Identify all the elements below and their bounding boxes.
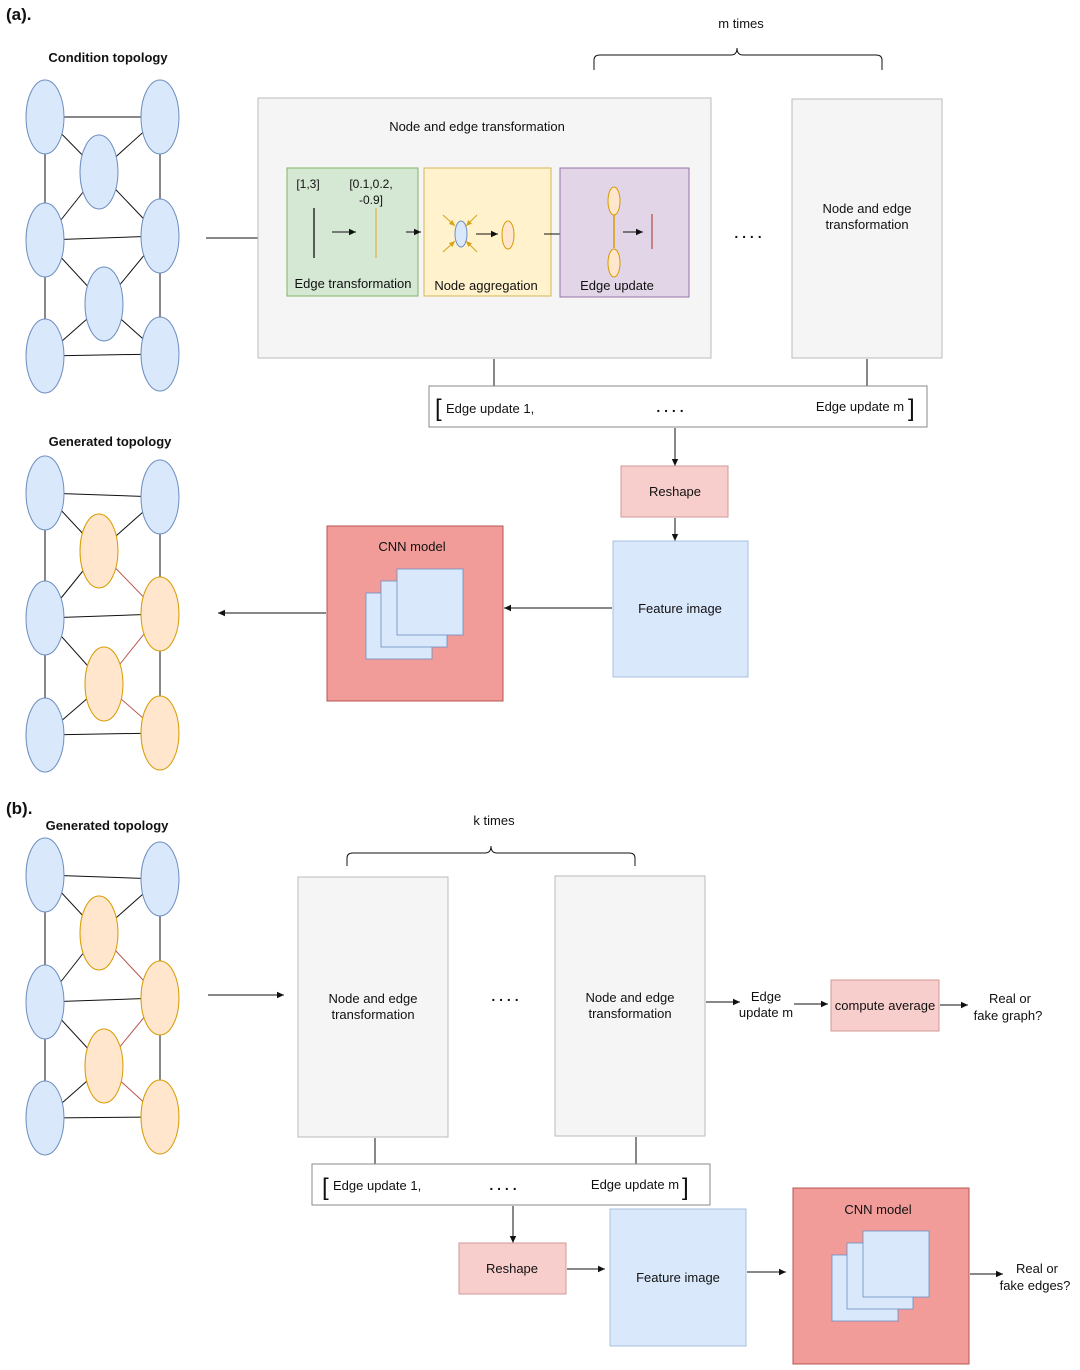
cnn-model-label: CNN model [378, 539, 445, 554]
graph-node [25, 455, 65, 531]
generated-node [79, 895, 119, 971]
edge-update-m-line2: update m [739, 1005, 793, 1020]
aggregation-icon [442, 214, 478, 253]
m-times-label: m times [718, 16, 764, 31]
m-times-brace [593, 47, 883, 70]
graph-node [79, 134, 119, 210]
edge-vector-2-line2: -0.9] [359, 193, 383, 207]
real-fake-graph-line2: fake graph? [974, 1008, 1043, 1023]
edge-update-dots: . . . . [656, 399, 683, 415]
graph-node [25, 837, 65, 913]
generated-node [140, 695, 180, 771]
node-aggregation-box [423, 167, 552, 297]
node-edge-transformation-box-m [791, 98, 943, 359]
graph-node [25, 202, 65, 278]
graph-node [140, 198, 180, 274]
edge-update-label: Edge update [580, 278, 654, 293]
edge-transformation-label: Edge transformation [294, 276, 411, 291]
feature-image-label: Feature image [636, 1270, 720, 1285]
cnn-layers-icon [365, 568, 464, 660]
edge-update-last: Edge update m [591, 1177, 679, 1192]
real-fake-edges-line1: Real or [1016, 1261, 1059, 1276]
graph-node [140, 316, 180, 392]
real-fake-edges-line2: fake edges? [1000, 1278, 1071, 1293]
graph-node [140, 841, 180, 917]
repeat-ellipsis: . . . . [734, 225, 761, 241]
part-b-label: (b). [6, 799, 32, 818]
graph-node [25, 79, 65, 155]
reshape-box [620, 465, 729, 518]
edge-vector-1: [1,3] [296, 177, 319, 191]
compute-average-label: compute average [835, 998, 935, 1013]
feature-image-label: Feature image [638, 601, 722, 616]
reshape-box-b [458, 1242, 567, 1295]
box-label-line1: Node and edge [586, 990, 675, 1005]
edge-update-dots: . . . . [489, 1177, 516, 1193]
generated-node [84, 646, 124, 722]
bracket-close: ] [908, 395, 915, 422]
edge-update-first: Edge update 1, [446, 401, 534, 416]
generated-topology-graph-b [25, 837, 180, 1156]
generated-node [140, 576, 180, 652]
generated-node [140, 960, 180, 1036]
real-fake-graph-line1: Real or [989, 991, 1032, 1006]
generated-topology-title: Generated topology [49, 434, 173, 449]
k-times-label: k times [473, 813, 515, 828]
edge-update-icon [607, 186, 621, 278]
graph-node [25, 318, 65, 394]
node-edge-transformation-box-k [554, 875, 706, 1137]
feature-image-box [612, 540, 749, 678]
bracket-close: ] [682, 1174, 689, 1201]
generated-topology-graph [25, 455, 180, 773]
graph-node [84, 266, 124, 342]
box-label-line2: transformation [825, 217, 908, 232]
bracket-open: [ [435, 395, 442, 422]
compute-average-box [830, 979, 940, 1032]
generated-node [84, 1028, 124, 1104]
generated-topology-title-b: Generated topology [46, 818, 170, 833]
reshape-label: Reshape [649, 484, 701, 499]
graph-node [25, 964, 65, 1040]
graph-node [25, 1080, 65, 1156]
condition-topology-title: Condition topology [48, 50, 168, 65]
bracket-open: [ [322, 1174, 329, 1201]
box-label-line2: transformation [588, 1006, 671, 1021]
cnn-layers-icon [831, 1230, 930, 1322]
edge-update-list [428, 385, 928, 428]
condition-topology-graph [25, 79, 180, 394]
graph-node [25, 697, 65, 773]
graph-node [25, 580, 65, 656]
edge-update-list-b [311, 1163, 711, 1206]
graph-node [140, 79, 180, 155]
reshape-label: Reshape [486, 1261, 538, 1276]
panel-title: Node and edge transformation [389, 119, 565, 134]
node-edge-transformation-box-1 [297, 876, 449, 1138]
box-label-line2: transformation [331, 1007, 414, 1022]
edge-update-first: Edge update 1, [333, 1178, 421, 1193]
edge-vector-2-line1: [0.1,0.2, [349, 177, 392, 191]
repeat-ellipsis: . . . . [491, 988, 518, 1004]
box-label-line1: Node and edge [329, 991, 418, 1006]
generated-node [140, 1079, 180, 1155]
node-aggregation-label: Node aggregation [434, 278, 537, 293]
k-times-brace [346, 845, 636, 866]
generated-node [79, 513, 119, 589]
feature-image-box-b [609, 1208, 747, 1347]
box-label-line1: Node and edge [823, 201, 912, 216]
cnn-model-label: CNN model [844, 1202, 911, 1217]
edge-update-last: Edge update m [816, 399, 904, 414]
aggregated-node-icon [501, 220, 515, 250]
graph-node [140, 459, 180, 535]
edge-update-m-line1: Edge [751, 989, 781, 1004]
part-a-label: (a). [6, 5, 32, 24]
